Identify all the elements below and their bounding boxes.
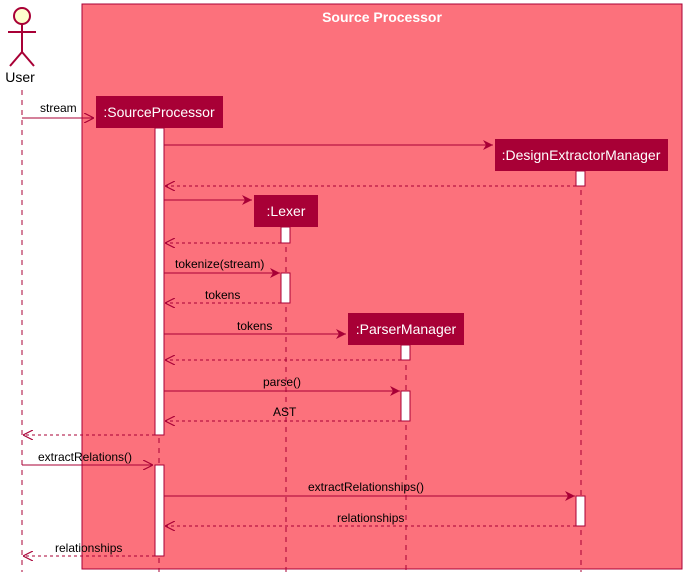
system-box-title: Source Processor: [322, 9, 442, 25]
participant-box: [254, 195, 318, 227]
participant-lexer: :Lexer: [254, 195, 318, 227]
participant-box: [495, 139, 668, 171]
message-label-relationships-user: relationships: [55, 541, 122, 555]
participant-source-processor: :SourceProcessor: [96, 96, 223, 128]
message-label-tokenize: tokenize(stream): [175, 257, 264, 271]
participant-label: :SourceProcessor: [103, 104, 215, 120]
message-label-extract-relations: extractRelations(): [38, 450, 132, 464]
participant-parser-manager: :ParserManager: [348, 313, 464, 345]
activation-parser-manager-2: [400, 390, 411, 422]
activation-design-extractor-manager-2: [575, 495, 586, 527]
participant-label: :ParserManager: [356, 321, 457, 337]
message-label-stream: stream: [40, 101, 77, 115]
message-label-extract-relationships: extractRelationships(): [308, 480, 424, 494]
activation-parser-manager-1: [400, 344, 411, 361]
activation-source-processor-1: [154, 127, 165, 436]
activation-source-processor-2: [154, 464, 165, 557]
participant-label: :Lexer: [267, 203, 306, 219]
message-label-relationships-return: relationships: [337, 511, 404, 525]
message-label-parse: parse(): [263, 375, 301, 389]
actor-user-label: User: [5, 69, 35, 85]
actor-body-icon: [8, 24, 36, 67]
actor-head-icon: [13, 7, 31, 25]
participant-label: :DesignExtractorManager: [502, 147, 661, 163]
activation-lexer-1: [280, 226, 291, 244]
activation-design-extractor-manager-1: [575, 170, 586, 187]
message-label-ast: AST: [273, 405, 297, 419]
participant-design-extractor-manager: :DesignExtractorManager: [495, 139, 668, 171]
actor-user: User: [5, 7, 36, 85]
participant-box: [348, 313, 464, 345]
activation-lexer-2: [280, 272, 291, 304]
message-label-tokens: tokens: [237, 319, 272, 333]
message-label-tokens-return: tokens: [205, 288, 240, 302]
participant-box: [96, 96, 223, 128]
